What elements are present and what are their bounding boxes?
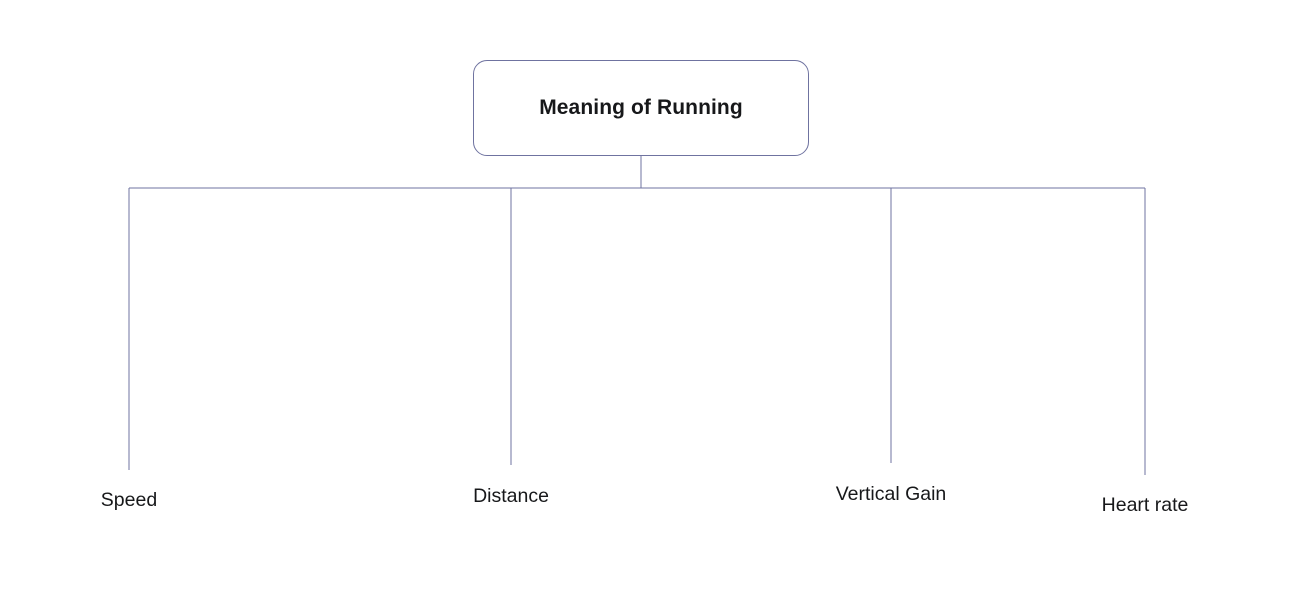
leaf-label-vertical-gain[interactable]: Vertical Gain <box>835 483 947 505</box>
root-node[interactable]: Meaning of Running <box>473 60 809 156</box>
leaf-label-distance[interactable]: Distance <box>473 485 549 507</box>
leaf-label-heart-rate[interactable]: Heart rate <box>1101 494 1189 516</box>
connector-lines <box>128 156 1146 475</box>
root-node-label: Meaning of Running <box>539 96 743 119</box>
leaf-label-speed[interactable]: Speed <box>100 489 158 511</box>
